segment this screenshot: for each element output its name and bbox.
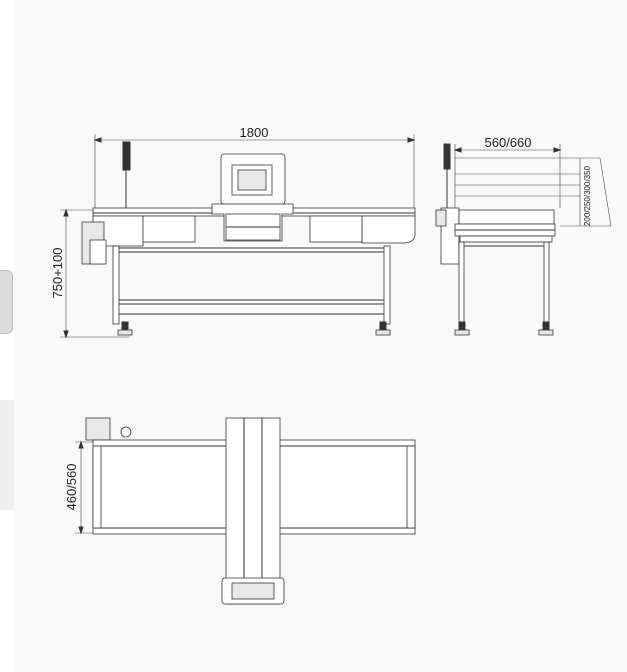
top-view: 460/560 — [64, 417, 416, 605]
drawing-sheet — [14, 0, 627, 672]
side-shadow — [0, 400, 14, 510]
width-dimension: 560/660 — [485, 135, 532, 150]
aperture-height-dimension: 200/250/300/350 — [583, 165, 592, 226]
belt-width-dimension: 460/560 — [64, 464, 79, 511]
length-dimension: 1800 — [240, 125, 269, 140]
front-view: 1800 750+100 — [50, 125, 416, 339]
side-tab-handle[interactable] — [0, 270, 13, 334]
side-view: 560/660 200/250/300/350 — [435, 135, 612, 336]
height-dimension: 750+100 — [50, 248, 65, 299]
